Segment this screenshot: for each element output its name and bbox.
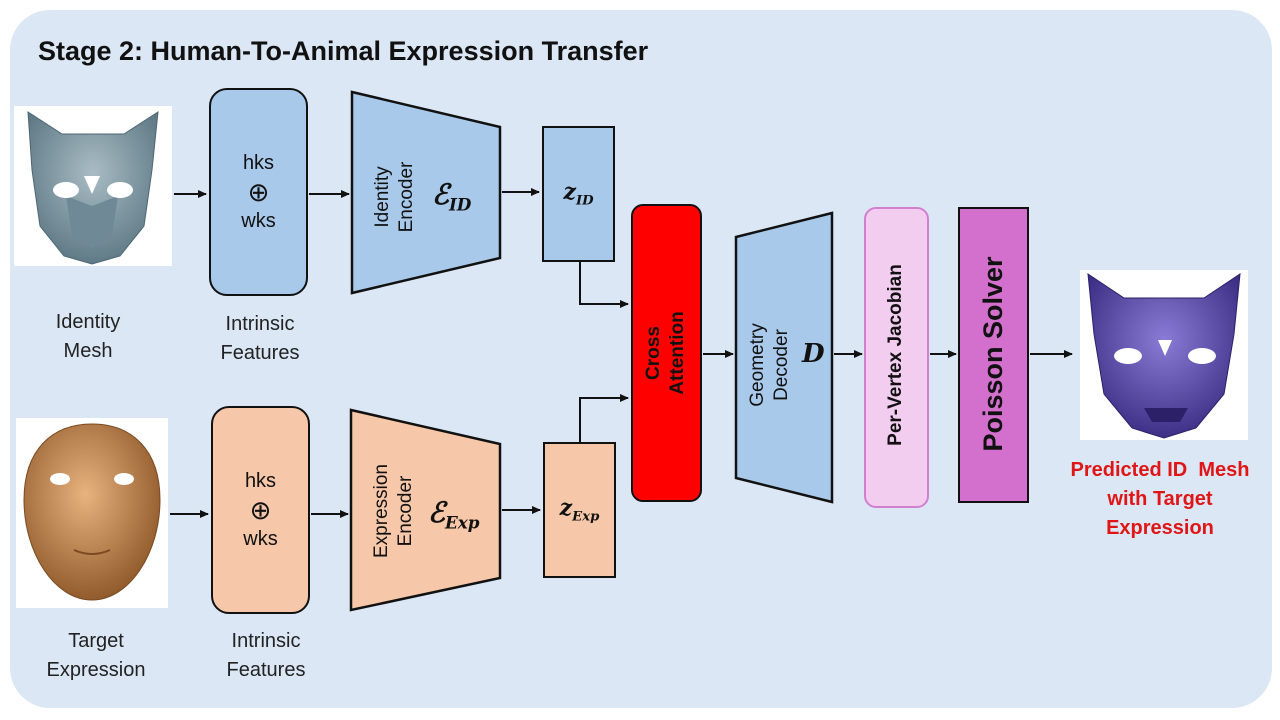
intrinsic-features-top-line1: Intrinsic: [225, 313, 295, 335]
z-id-subscript: ID: [575, 193, 594, 209]
intrinsic-features-box-bottom: hks ⊕ wks: [211, 406, 310, 614]
z-exp-box: zExp: [543, 442, 616, 578]
intrinsic-features-box-top: hks ⊕ wks: [209, 88, 308, 296]
identity-mesh-label: Identity Mesh: [20, 308, 156, 366]
poisson-solver-box: [958, 207, 1029, 503]
z-exp-letter: z: [559, 495, 573, 522]
geometry-decoder-d: D: [802, 339, 825, 369]
geometry-decoder-symbol: D: [802, 339, 825, 369]
intrinsic-features-label-top: Intrinsic Features: [190, 310, 330, 368]
arrow-zid-to-cross-attention: [579, 262, 629, 308]
identity-encoder-subscript: ID: [448, 194, 472, 215]
identity-mesh-label-line2: Mesh: [63, 340, 113, 362]
predicted-mesh-image: [1080, 270, 1248, 440]
identity-encoder-label: Identity Encoder: [370, 127, 420, 267]
identity-encoder-line2: Encoder: [396, 161, 417, 233]
z-id-letter: z: [563, 179, 576, 206]
identity-encoder-shape: [350, 90, 502, 295]
expression-encoder-label: Expression Encoder: [369, 436, 419, 586]
poisson-solver-label: Poisson Solver: [973, 214, 1013, 494]
identity-mesh-label-line1: Identity: [55, 311, 121, 333]
expression-encoder-symbol: ℰExp: [428, 496, 479, 533]
geometry-decoder-shape: [734, 211, 834, 504]
expression-encoder-subscript: Exp: [444, 512, 480, 533]
hks-label: hks: [244, 470, 277, 492]
cross-attention-label: Cross Attention: [641, 263, 691, 443]
intrinsic-features-bottom-line1: Intrinsic: [231, 630, 301, 652]
target-expression-label-line1: Target: [68, 630, 124, 652]
intrinsic-features-bottom-line2: Features: [226, 659, 306, 681]
expression-encoder-shape: [349, 408, 502, 612]
identity-mesh-image: [14, 106, 172, 266]
cross-attention-line1: Cross: [643, 326, 664, 380]
wks-label: wks: [241, 210, 276, 232]
arrow-zexp-to-cross-attention: [579, 394, 629, 442]
z-exp-symbol: zExp: [560, 495, 600, 524]
cross-attention-line2: Attention: [667, 311, 688, 395]
oplus-icon: ⊕: [249, 495, 272, 525]
target-expression-label-line2: Expression: [46, 659, 146, 681]
z-id-box: zID: [542, 126, 615, 262]
diagram-title: Stage 2: Human-To-Animal Expression Tran…: [38, 36, 649, 66]
geometry-decoder-line2: Decoder: [771, 329, 792, 401]
poisson-solver-text: Poisson Solver: [977, 256, 1008, 452]
output-label-line3: Expression: [1106, 517, 1214, 539]
cross-attention-box: [631, 204, 702, 502]
output-label: Predicted ID Mesh with Target Expression: [1040, 456, 1280, 543]
z-id-symbol: zID: [563, 179, 593, 208]
wks-label: wks: [243, 528, 278, 550]
jacobian-text: Per-Vertex Jacobian: [885, 264, 906, 446]
expression-encoder-line1: Expression: [371, 464, 392, 558]
z-exp-subscript: Exp: [572, 509, 600, 525]
hks-label: hks: [242, 152, 275, 174]
jacobian-label: Per-Vertex Jacobian: [881, 215, 911, 495]
identity-encoder-script-e: ℰ: [432, 178, 449, 211]
intrinsic-features-label-bottom: Intrinsic Features: [196, 627, 336, 685]
identity-encoder-symbol: ℰID: [432, 178, 471, 215]
oplus-icon: ⊕: [247, 177, 270, 207]
geometry-decoder-line1: Geometry: [747, 323, 768, 407]
target-expression-image: [16, 418, 168, 608]
intrinsic-features-top-line2: Features: [220, 342, 300, 364]
geometry-decoder-label: Geometry Decoder: [745, 295, 795, 435]
output-label-line1: Predicted ID Mesh: [1070, 459, 1250, 481]
expression-encoder-script-e: ℰ: [428, 496, 445, 529]
output-label-line2: with Target: [1107, 488, 1213, 510]
target-expression-label: Target Expression: [20, 627, 172, 685]
identity-encoder-line1: Identity: [372, 166, 393, 228]
expression-encoder-line2: Encoder: [395, 475, 416, 547]
jacobian-box: [864, 207, 929, 508]
